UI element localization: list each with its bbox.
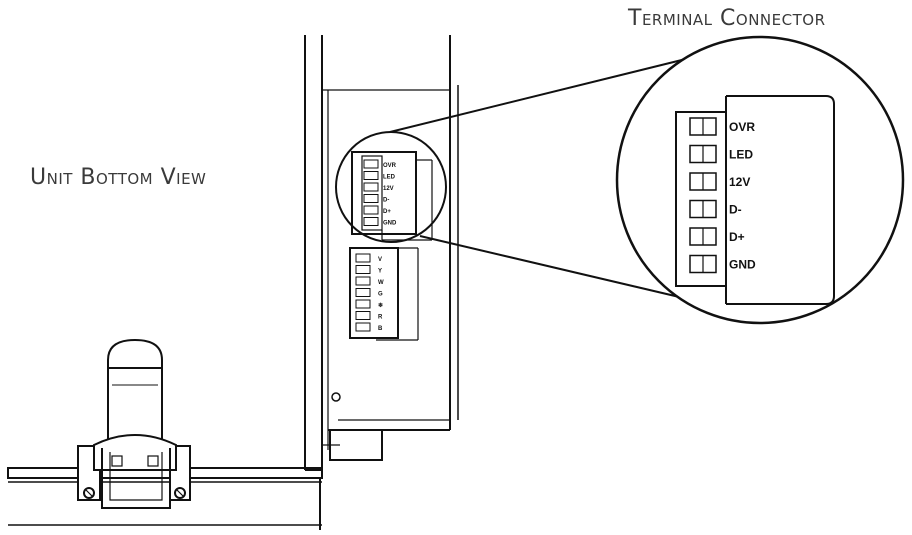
latch-clamp (77, 338, 191, 509)
lower-pin: G (355, 288, 383, 298)
terminal-pin-label: D- (729, 203, 742, 217)
terminal-pin: D- (689, 199, 742, 219)
lower-pin-label: W (378, 280, 384, 286)
small-pin-label: D- (383, 198, 389, 204)
small-pin: GND (363, 217, 397, 227)
small-pin: D- (363, 194, 389, 204)
terminal-pin-label: LED (729, 148, 753, 162)
terminal-pin: OVR (689, 117, 755, 136)
lower-pin-label: B (378, 326, 383, 332)
terminal-pin-label: D+ (729, 230, 745, 244)
small-pin-label: 12V (383, 186, 394, 192)
leader-line-top (389, 54, 703, 133)
lower-pin-label: R (378, 315, 383, 321)
small-pin: LED (363, 171, 396, 181)
lower-pin-label: V (378, 257, 382, 263)
unit-bottom-view-title: Unit Bottom View (30, 165, 207, 190)
lower-pin: Y (355, 265, 382, 275)
lower-pin: V (355, 253, 382, 263)
small-pin-label: GND (383, 221, 397, 227)
lower-pin: B (355, 322, 383, 332)
detail-zoom-circle (615, 35, 905, 325)
small-pin-label: D+ (383, 209, 391, 215)
lower-pin-label: Y (378, 269, 382, 275)
small-connector-pins: OVR LED 12V D- D+ GND (363, 159, 397, 227)
lower-pin: R (355, 311, 383, 321)
terminal-pin: LED (689, 144, 753, 164)
mounting-surface (7, 467, 323, 530)
lower-pin: ❄ (355, 299, 383, 309)
small-terminal-connector (351, 151, 433, 241)
lower-pin: W (355, 276, 384, 286)
terminal-pin-list: OVR LED 12V D- D+ GND (689, 117, 756, 274)
terminal-pin-label: 12V (729, 175, 750, 189)
terminal-connector-title: Terminal Connector (628, 6, 826, 31)
small-pin-label: LED (383, 175, 396, 181)
small-pin: 12V (363, 182, 394, 192)
small-pin: D+ (363, 205, 391, 215)
terminal-pin: GND (689, 254, 756, 274)
terminal-pin-label: GND (729, 258, 756, 272)
lower-pin-label: G (378, 292, 383, 298)
unit-side-panel (304, 35, 459, 471)
small-pin-label: OVR (383, 163, 397, 169)
terminal-pin: D+ (689, 227, 745, 246)
terminal-pin-label: OVR (729, 120, 755, 134)
small-pin: OVR (363, 159, 397, 169)
lower-pin-label: ❄ (378, 302, 383, 309)
terminal-pin: 12V (689, 172, 750, 191)
